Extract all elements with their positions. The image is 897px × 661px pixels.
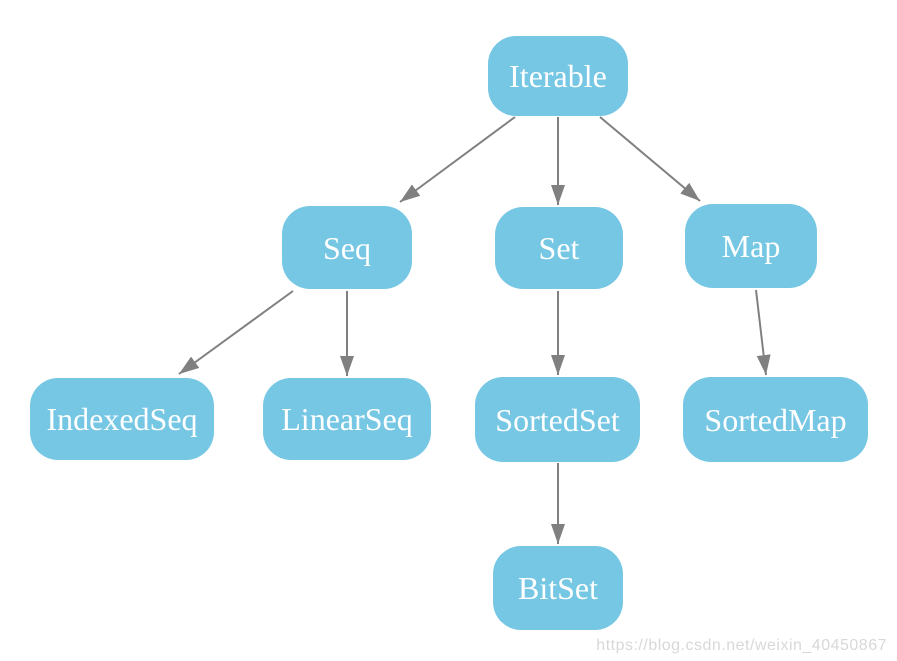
node-iterable: Iterable (488, 36, 628, 116)
node-sortedset: SortedSet (475, 377, 640, 462)
edge-map-sortedmap (755, 289, 771, 376)
watermark: https://blog.csdn.net/weixin_40450867 (596, 637, 887, 654)
node-bitset: BitSet (493, 546, 623, 630)
edge-iterable-seq (399, 116, 516, 203)
node-map: Map (685, 204, 817, 288)
node-seq: Seq (282, 206, 412, 289)
node-linearseq: LinearSeq (263, 378, 431, 460)
edge-seq-indexedseq (178, 290, 294, 375)
edge-iterable-map (599, 116, 701, 202)
node-set: Set (495, 207, 623, 289)
node-sortedmap: SortedMap (683, 377, 868, 462)
node-indexedseq: IndexedSeq (30, 378, 214, 460)
